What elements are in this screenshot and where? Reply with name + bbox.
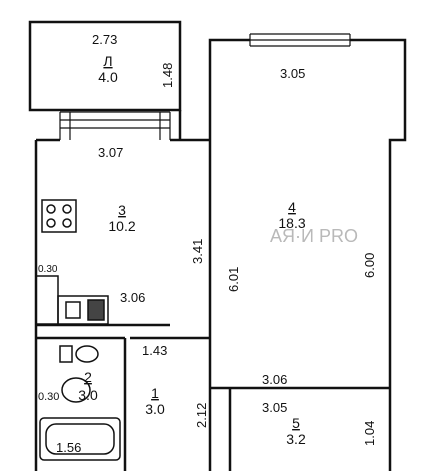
dim-bath-small: 0.30 [38, 391, 59, 403]
dim-kitchen-width: 3.07 [98, 145, 123, 160]
counter-icon [35, 275, 109, 325]
window-kitchen-top [59, 111, 171, 140]
watermark: АЯ·И PRO [270, 226, 358, 246]
room-storage-number: 5 [292, 415, 300, 431]
room-storage-area: 3.2 [286, 431, 306, 447]
dim-balcony-depth: 1.48 [160, 63, 175, 88]
room-bath-number: 2 [84, 369, 92, 385]
dim-living-depth-inner: 6.01 [226, 267, 241, 292]
room-living-number: 4 [288, 199, 296, 215]
living-wall-top-left [208, 38, 250, 58]
room-kitchen-number: 3 [118, 202, 126, 218]
dim-corridor-width: 3.06 [262, 372, 287, 387]
stove-icon [41, 199, 77, 233]
room-balcony-number: Л [103, 53, 112, 69]
bathtub-icon [39, 417, 121, 461]
windows [59, 33, 351, 140]
room-kitchen-area: 10.2 [108, 218, 135, 234]
dim-living-top: 3.05 [280, 66, 305, 81]
dim-kitchen-depth: 3.41 [190, 239, 205, 264]
balcony-walls [28, 20, 182, 112]
dim-balcony-width: 2.73 [92, 32, 117, 47]
dim-kitchen-lower: 3.06 [120, 290, 145, 305]
dim-living-depth-outer: 6.00 [362, 253, 377, 278]
toilet-icon [59, 345, 99, 363]
dim-kitchen-small: 0.30 [38, 264, 58, 275]
window-living-top [249, 33, 351, 47]
dim-hall-width: 1.43 [142, 343, 167, 358]
room-hall-number: 1 [151, 385, 159, 401]
room-bath-area: 3.0 [78, 387, 98, 403]
room-balcony-area: 4.0 [98, 69, 118, 85]
room-hall-area: 3.0 [145, 401, 165, 417]
dim-storage-depth: 1.04 [362, 421, 377, 446]
dim-hall-depth: 2.12 [194, 403, 209, 428]
room-living-area: 18.3 [278, 215, 305, 231]
dim-storage-width: 3.05 [262, 400, 287, 415]
living-wall-right [350, 38, 407, 471]
dim-bath-width: 1.56 [56, 440, 81, 455]
walls [28, 20, 407, 471]
sink-icon [61, 377, 91, 403]
